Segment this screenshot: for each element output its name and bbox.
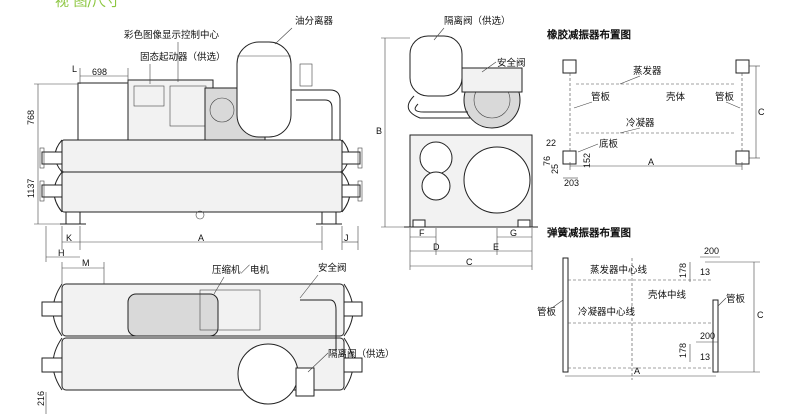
top-oil-separator [237, 343, 299, 405]
pad-tl [562, 59, 577, 74]
starter-cabinet [127, 79, 214, 141]
svg-text:F: F [419, 228, 425, 238]
pad-tr [735, 59, 750, 74]
svg-text:底板: 底板 [599, 138, 619, 150]
svg-text:13: 13 [700, 352, 710, 362]
svg-text:管板: 管板 [591, 91, 611, 103]
svg-text:698: 698 [92, 67, 107, 77]
svg-text:D: D [433, 242, 440, 252]
svg-text:76: 76 [542, 156, 552, 166]
svg-text:178: 178 [678, 343, 688, 358]
svg-text:G: G [510, 228, 517, 238]
svg-text:152: 152 [582, 153, 592, 168]
svg-text:M: M [82, 258, 90, 268]
svg-text:冷凝器: 冷凝器 [626, 117, 655, 129]
pad-br [735, 150, 750, 165]
top-safety-label: 安全阀 [318, 262, 347, 274]
rubber-isolator-layout: 橡胶减振器布置图 蒸发器 管板 壳体 管板 冷凝器 底板 C 22 76 25 … [542, 28, 765, 188]
svg-text:壳体中线: 壳体中线 [648, 289, 687, 301]
svg-text:C: C [757, 310, 764, 320]
svg-text:216: 216 [36, 391, 46, 406]
svg-text:K: K [66, 233, 72, 243]
svg-text:J: J [344, 233, 349, 243]
svg-text:B: B [376, 126, 382, 136]
svg-text:178: 178 [678, 263, 688, 278]
svg-text:E: E [493, 242, 499, 252]
svg-text:A: A [634, 366, 640, 376]
front-view: 彩色图像显示控制中心 固态起动器（供选） 油分离器 L 698 768 1137… [26, 15, 363, 262]
side-isolation-label: 隔离阀（供选） [444, 15, 511, 27]
spring-isolator-layout: 弹簧减振器布置图 蒸发器中心线 壳体中线 冷凝器中心线 管板 管板 200 17… [537, 226, 764, 380]
svg-text:管板: 管板 [726, 293, 746, 305]
control-panel [77, 82, 129, 141]
svg-text:13: 13 [700, 267, 710, 277]
svg-text:A: A [198, 233, 204, 243]
svg-text:蒸发器: 蒸发器 [633, 65, 662, 77]
svg-text:管板: 管板 [715, 91, 735, 103]
pad-bl [562, 150, 577, 165]
display-label: 彩色图像显示控制中心 [124, 29, 220, 41]
side-oil-separator [409, 35, 463, 97]
svg-text:203: 203 [564, 178, 579, 188]
side-view: 隔离阀（供选） 安全阀 B F G D E C [376, 15, 538, 270]
spring-tubesheet-left [562, 257, 569, 373]
svg-text:冷凝器中心线: 冷凝器中心线 [578, 306, 636, 318]
svg-text:管板: 管板 [537, 306, 557, 318]
svg-text:1137: 1137 [26, 179, 36, 198]
condenser-shell [61, 139, 343, 173]
svg-text:A: A [648, 157, 654, 167]
top-view: 压缩机／电机 安全阀 隔离阀（供选） M 216 [36, 258, 395, 414]
starter-label: 固态起动器（供选） [140, 51, 226, 63]
svg-text:25: 25 [550, 164, 560, 174]
svg-text:H: H [58, 248, 65, 258]
svg-text:蒸发器中心线: 蒸发器中心线 [590, 264, 648, 276]
svg-text:200: 200 [700, 331, 715, 341]
svg-text:200: 200 [704, 246, 719, 256]
top-compressor [127, 293, 219, 337]
svg-text:22: 22 [546, 138, 556, 148]
header-fragment: 视 图/尺寸 [55, 0, 120, 10]
rubber-title: 橡胶减振器布置图 [547, 28, 631, 41]
top-isolation-label: 隔离阀（供选） [328, 348, 395, 360]
top-compressor-label: 压缩机／电机 [212, 264, 270, 276]
side-safety-label: 安全阀 [497, 57, 526, 69]
evaporator-shell [61, 171, 343, 213]
spring-title: 弹簧减振器布置图 [547, 226, 631, 239]
svg-text:壳体: 壳体 [666, 91, 686, 103]
svg-text:C: C [758, 107, 765, 117]
svg-text:L: L [72, 64, 77, 74]
spring-tubesheet-right [712, 299, 719, 373]
oil-separator-label: 油分离器 [295, 15, 334, 27]
svg-text:C: C [466, 257, 473, 267]
svg-text:768: 768 [26, 110, 36, 125]
